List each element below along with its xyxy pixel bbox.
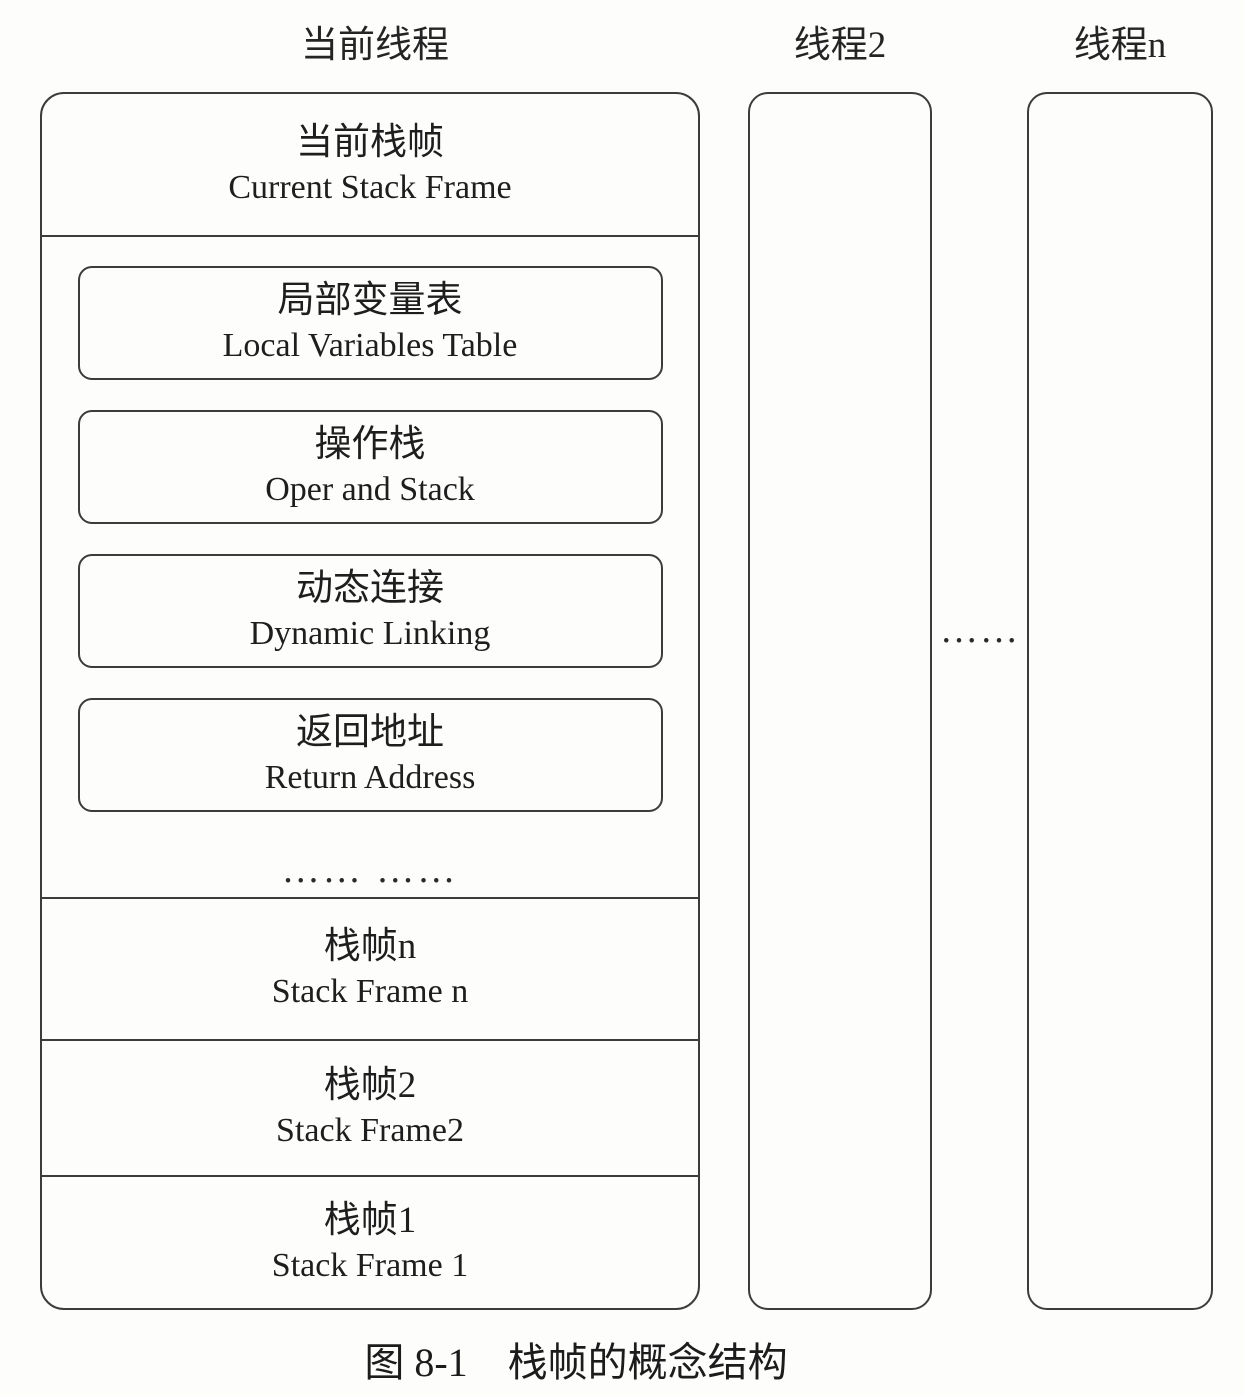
thread2-header: 线程2 <box>793 25 887 66</box>
current-stack-frame-label-zh: 当前栈帧 <box>296 121 444 163</box>
figure-caption: 图 8-1 栈帧的概念结构 <box>364 1340 788 1385</box>
stack-frame-1-section: 栈帧1 Stack Frame 1 <box>42 1175 698 1308</box>
operand-stack-box: 操作栈 Oper and Stack <box>77 410 663 524</box>
current-stack-frame-label-en: Current Stack Frame <box>228 168 512 206</box>
thread2-stack-column <box>748 92 932 1310</box>
stack-frame-n-label-en: Stack Frame n <box>271 973 469 1010</box>
local-variables-table-label-zh: 局部变量表 <box>277 280 463 321</box>
stack-frame-2-section: 栈帧2 Stack Frame2 <box>42 1039 698 1175</box>
frame-parts-ellipsis: …… …… <box>281 849 459 891</box>
operand-stack-label-en: Oper and Stack <box>265 471 475 508</box>
current-thread-stack: 当前栈帧 Current Stack Frame 局部变量表 Local Var… <box>40 92 700 1310</box>
thread-n-stack-column <box>1027 92 1213 1310</box>
current-thread-header: 当前线程 <box>301 25 449 66</box>
frame-parts-section: 局部变量表 Local Variables Table 操作栈 Oper and… <box>42 235 698 897</box>
operand-stack-label-zh: 操作栈 <box>314 424 426 465</box>
return-address-box: 返回地址 Return Address <box>77 698 663 812</box>
thread-n-header: 线程n <box>1073 25 1167 66</box>
stack-frame-1-label-zh: 栈帧1 <box>323 1199 417 1241</box>
stack-frame-n-label-zh: 栈帧n <box>323 926 417 967</box>
stack-frame-2-label-en: Stack Frame2 <box>276 1112 464 1149</box>
dynamic-linking-label-en: Dynamic Linking <box>249 615 491 652</box>
current-stack-frame-section: 当前栈帧 Current Stack Frame <box>42 94 698 235</box>
dynamic-linking-label-zh: 动态连接 <box>296 568 444 609</box>
return-address-label-zh: 返回地址 <box>296 712 444 753</box>
stack-frame-n-section: 栈帧n Stack Frame n <box>42 897 698 1039</box>
stack-frame-2-label-zh: 栈帧2 <box>323 1065 417 1106</box>
return-address-label-en: Return Address <box>264 759 476 796</box>
local-variables-table-box: 局部变量表 Local Variables Table <box>77 266 663 380</box>
dynamic-linking-box: 动态连接 Dynamic Linking <box>77 554 663 668</box>
stack-frame-1-label-en: Stack Frame 1 <box>271 1246 469 1284</box>
local-variables-table-label-en: Local Variables Table <box>222 327 518 364</box>
between-threads-ellipsis: …… <box>940 609 1020 651</box>
